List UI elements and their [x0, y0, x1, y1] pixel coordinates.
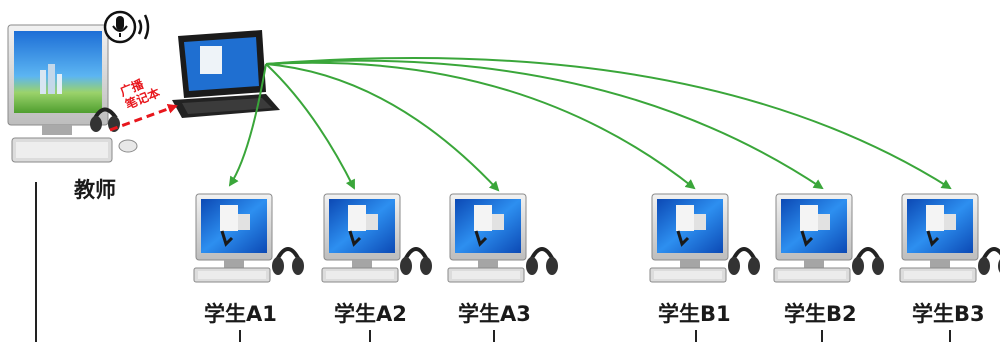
student-label-b1: 学生B1 — [658, 302, 731, 326]
teacher-label: 教师 — [74, 178, 116, 202]
student-label-b2: 学生B2 — [784, 302, 857, 326]
student-computer-icon-b3 — [899, 193, 1000, 283]
teacher-computer-icon — [7, 24, 138, 163]
arrow-to-b3 — [265, 56, 952, 190]
headset-icon — [272, 247, 304, 275]
student-computer-icon-a2 — [321, 193, 432, 283]
student-label-a2: 学生A2 — [334, 302, 407, 326]
headset-icon — [852, 247, 884, 275]
arrow-to-a1 — [228, 63, 267, 187]
broadcast-arrows — [228, 56, 952, 192]
student-label-b3: 学生B3 — [912, 302, 985, 326]
student-computers — [193, 193, 1000, 283]
headset-icon — [400, 247, 432, 275]
arrow-to-a3 — [265, 63, 500, 192]
headset-icon — [978, 247, 1000, 275]
student-label-a3: 学生A3 — [458, 302, 531, 326]
guide-lines — [35, 182, 951, 342]
student-computer-icon-b1 — [649, 193, 760, 283]
arrow-to-b2 — [265, 59, 824, 190]
student-computer-icon-b2 — [773, 193, 884, 283]
microphone-icon — [103, 10, 150, 44]
broadcast-arrow — [109, 104, 178, 132]
student-computer-icon-a1 — [193, 193, 304, 283]
laptop-icon — [172, 30, 280, 118]
student-label-a1: 学生A1 — [204, 302, 277, 326]
student-computer-icon-a3 — [447, 193, 558, 283]
headset-icon — [728, 247, 760, 275]
arrow-to-a2 — [265, 63, 355, 190]
arrow-to-b1 — [265, 61, 696, 190]
headset-icon — [526, 247, 558, 275]
